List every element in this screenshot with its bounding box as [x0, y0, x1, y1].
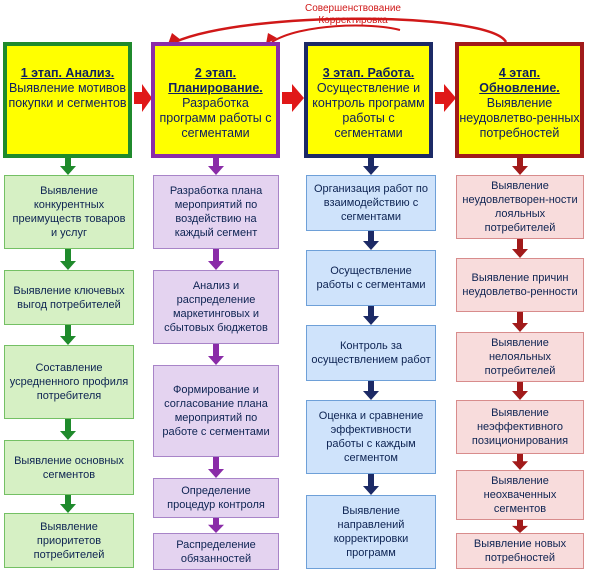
- stage-1-down-arrow-3: [60, 325, 76, 345]
- stage-arrow-2-3: [282, 84, 304, 112]
- stage-2-step-2: Анализ и распределение маркетинговых и с…: [153, 270, 279, 344]
- stage-1-down-arrow-1: [60, 158, 76, 175]
- stage-2-down-arrow-4: [208, 457, 224, 478]
- stage-1-down-arrow-2: [60, 249, 76, 270]
- stage-1-down-arrow-4: [60, 419, 76, 440]
- stage-4-down-arrow-6: [512, 520, 528, 533]
- stage-1-title: 1 этап. Анализ.: [20, 66, 115, 80]
- feedback-label: Совершенствование Корректировка: [258, 3, 448, 27]
- stage-4-down-arrow-4: [512, 382, 528, 400]
- stage-2-down-arrow-5: [208, 518, 224, 533]
- stage-2-box: 2 этап. Планирование. Разработка програм…: [151, 42, 280, 158]
- stage-arrow-1-2: [134, 84, 152, 112]
- stage-3-down-arrow-2: [363, 231, 379, 250]
- stage-2-step-1: Разработка плана мероприятий по воздейст…: [153, 175, 279, 249]
- stage-1-step-4: Выявление основных сегментов: [4, 440, 134, 495]
- feedback-arc-branch: [271, 24, 401, 43]
- stage-3-down-arrow-5: [363, 474, 379, 495]
- stage-2-text: Разработка программ работы с сегментами: [159, 96, 272, 140]
- stage-3-step-3: Контроль за осуществлением работ: [306, 325, 436, 381]
- feedback-arrow-to-stage2-right: [266, 33, 277, 44]
- stage-3-title: 3 этап. Работа.: [322, 66, 415, 80]
- stage-4-down-arrow-3: [512, 312, 528, 332]
- stage-4-down-arrow-1: [512, 158, 528, 175]
- stage-2-down-arrow-1: [208, 158, 224, 175]
- stage-4-down-arrow-5: [512, 454, 528, 470]
- stage-4-step-1: Выявление неудовлетворен-ности лояльных …: [456, 175, 584, 239]
- feedback-arrow-to-stage2: [168, 33, 181, 44]
- stage-1-step-5: Выявление приоритетов потребителей: [4, 513, 134, 568]
- stage-4-title: 4 этап. Обновление.: [479, 66, 560, 95]
- stage-3-down-arrow-3: [363, 306, 379, 325]
- stage-4-step-3: Выявление нелояльных потребителей: [456, 332, 584, 382]
- stage-4-box: 4 этап. Обновление. Выявление неудовлетв…: [455, 42, 584, 158]
- stage-4-text: Выявление неудовлетво-ренных потребносте…: [459, 96, 580, 140]
- stage-2-step-3: Формирование и согласование плана меропр…: [153, 365, 279, 457]
- stage-3-step-5: Выявление направлений корректировки прог…: [306, 495, 436, 569]
- stage-3-step-1: Организация работ по взаимодействию с се…: [306, 175, 436, 231]
- stage-2-step-4: Определение процедур контроля: [153, 478, 279, 518]
- stage-arrow-3-4: [435, 84, 456, 112]
- feedback-label-line2: Корректировка: [318, 15, 388, 26]
- stage-1-down-arrow-5: [60, 495, 76, 513]
- stage-4-step-4: Выявление неэффективного позиционировани…: [456, 400, 584, 454]
- stage-1-step-2: Выявление ключевых выгод потребителей: [4, 270, 134, 325]
- feedback-arc: [174, 17, 508, 44]
- stage-4-step-2: Выявление причин неудовлетво-ренности: [456, 258, 584, 312]
- stage-4-step-5: Выявление неохваченных сегментов: [456, 470, 584, 520]
- stage-4-step-6: Выявление новых потребностей: [456, 533, 584, 569]
- stage-3-step-2: Осуществление работы с сегментами: [306, 250, 436, 306]
- stage-3-text: Осуществление и контроль программ работы…: [312, 81, 425, 140]
- feedback-label-line1: Совершенствование: [305, 3, 401, 14]
- stage-3-down-arrow-4: [363, 381, 379, 400]
- stage-1-step-3: Составление усредненного профиля потреби…: [4, 345, 134, 419]
- stage-4-down-arrow-2: [512, 239, 528, 258]
- stage-2-step-5: Распределение обязанностей: [153, 533, 279, 570]
- stage-3-step-4: Оценка и сравнение эффективности работы …: [306, 400, 436, 474]
- stage-1-step-1: Выявление конкурентных преимуществ товар…: [4, 175, 134, 249]
- stage-3-down-arrow-1: [363, 158, 379, 175]
- stage-1-box: 1 этап. Анализ. Выявление мотивов покупк…: [3, 42, 132, 158]
- stage-2-title: 2 этап. Планирование.: [168, 66, 263, 95]
- stage-2-down-arrow-2: [208, 249, 224, 270]
- stage-3-box: 3 этап. Работа. Осуществление и контроль…: [304, 42, 433, 158]
- stage-1-text: Выявление мотивов покупки и сегментов: [8, 81, 127, 110]
- stage-2-down-arrow-3: [208, 344, 224, 365]
